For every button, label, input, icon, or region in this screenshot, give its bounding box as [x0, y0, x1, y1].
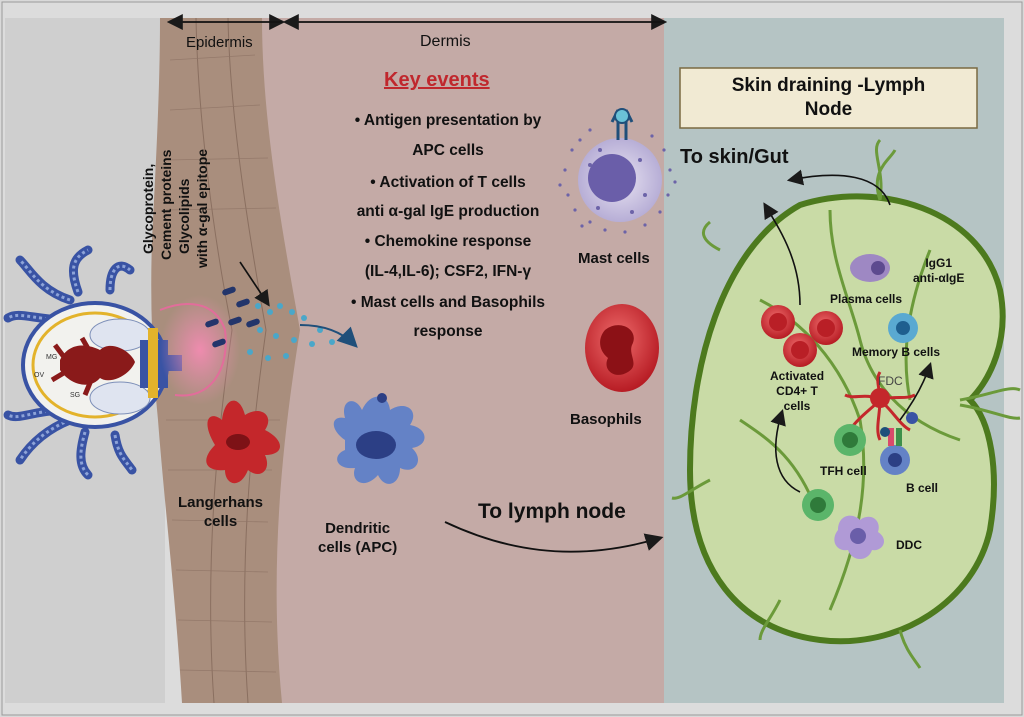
tick-mg-label: MG [46, 354, 58, 361]
key-event-4: • Mast cells and Basophils [350, 294, 546, 311]
key-events-title: Key events [384, 69, 490, 91]
mast-cells-label: Mast cells [578, 250, 650, 267]
activated-cd4-label-1: Activated [770, 369, 825, 383]
igg1-label-1: IgG1 [925, 256, 953, 270]
fdc-label: FDC [878, 374, 903, 388]
key-event-2-text: Activation of T cells [379, 174, 526, 191]
arrow-to-lymph-node [444, 521, 664, 553]
key-event-3b: (IL-4,IL-6); CSF2, IFN-γ [364, 263, 532, 280]
to-lymph-node-label: To lymph node [478, 500, 626, 523]
key-event-4-text: Mast cells and Basophils [360, 294, 546, 311]
mast-cell [558, 108, 677, 234]
tick-ov-label: OV [34, 372, 45, 379]
key-event-3: • Chemokine response [364, 233, 532, 250]
lymph-node [671, 67, 1021, 669]
activated-cd4-label-3: cells [783, 399, 811, 413]
key-event-1-text: Antigen presentation by [363, 112, 542, 129]
saliva-label-2: Cement proteins [158, 149, 174, 260]
key-event-3-text: Chemokine response [374, 233, 532, 250]
tick-sg-label: SG [70, 392, 81, 399]
to-skin-gut-label: To skin/Gut [680, 146, 789, 168]
epidermis-label: Epidermis [186, 34, 253, 51]
basophil-cell [585, 304, 659, 392]
saliva-label-1: Glycoprotein, [140, 163, 156, 254]
key-event-2: • Activation of T cells [370, 174, 526, 191]
antigen-particles [205, 286, 260, 348]
plasma-cells-label: Plasma cells [830, 292, 903, 306]
dermis-label: Dermis [420, 33, 471, 50]
saliva-label-4: with α-gal epitope [194, 148, 210, 268]
activated-cd4-label-2: CD4+ T [776, 384, 818, 398]
lymph-node-title: Skin draining -Lymph Node [680, 74, 977, 122]
dendritic-cell [333, 393, 425, 484]
dendritic-label: Dendritic cells (APC) [318, 520, 397, 558]
memory-b-label: Memory B cells [852, 345, 941, 359]
tfh-label: TFH cell [820, 464, 867, 478]
dendritic-label-1: Dendritic [325, 520, 391, 537]
key-event-1b: APC cells [412, 142, 484, 159]
dendritic-label-2: cells (APC) [318, 538, 398, 556]
tick-illustration [3, 245, 240, 480]
saliva-label-3: Glycolipids [176, 178, 192, 254]
langerhans-label: Langerhans cells [178, 494, 263, 532]
langerhans-cell [206, 400, 280, 484]
key-event-2b: anti α-gal IgE production [356, 203, 540, 220]
b-cell-label: B cell [906, 481, 939, 495]
langerhans-label-2: cells [203, 512, 238, 530]
lymph-node-title-2: Node [804, 98, 853, 120]
activated-cd4-label: Activated CD4+ T cells [770, 369, 824, 414]
langerhans-label-1: Langerhans [178, 494, 264, 511]
lymph-node-title-1: Skin draining -Lymph [731, 75, 926, 96]
key-event-4b: response [413, 323, 483, 340]
lymph-node-title-box [679, 67, 978, 129]
key-event-1: • Antigen presentation by [354, 112, 542, 129]
basophils-label: Basophils [570, 411, 642, 428]
ddc-label: DDC [896, 538, 922, 552]
igg1-label: IgG1 anti-αIgE [913, 256, 964, 286]
igg1-label-2: anti-αIgE [913, 271, 965, 285]
